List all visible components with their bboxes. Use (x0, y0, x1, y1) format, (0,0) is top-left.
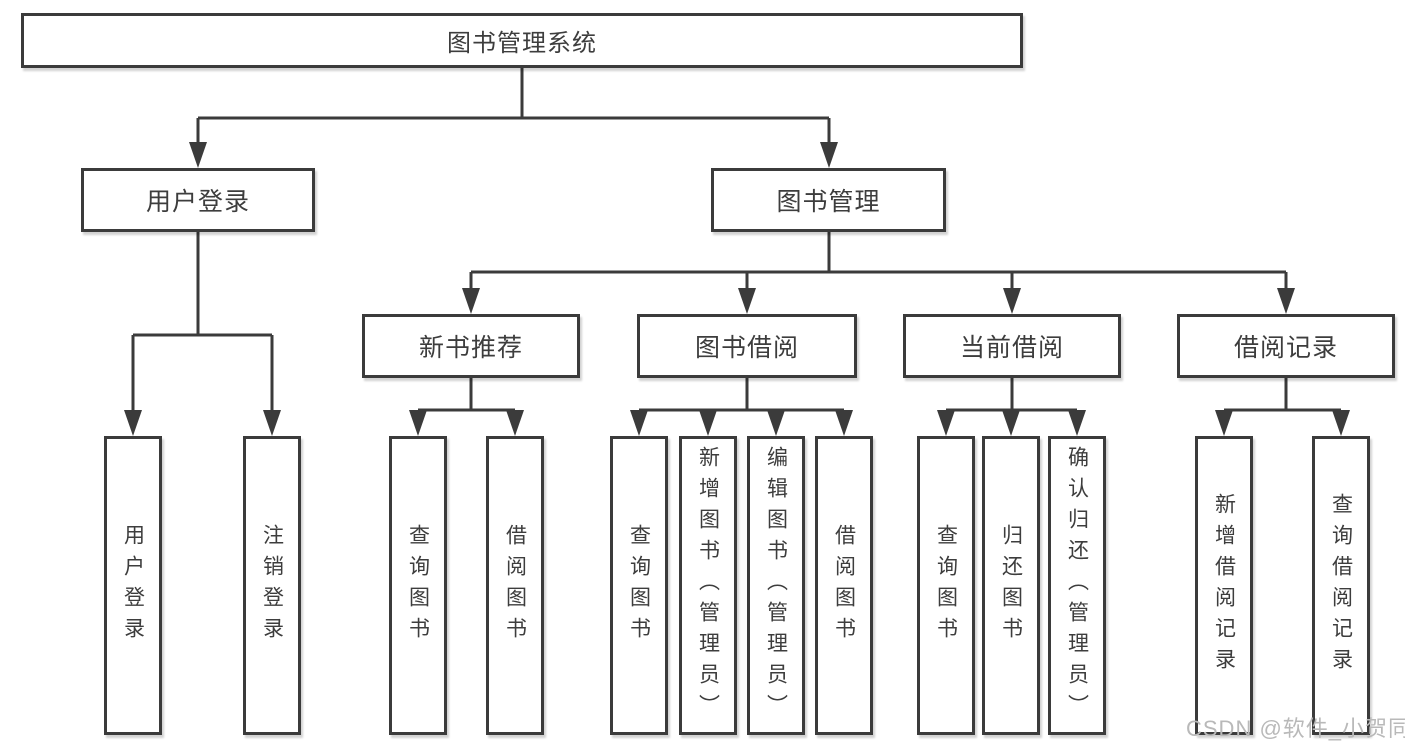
arrowhead (937, 410, 955, 436)
node-borrow-records-label: 借阅记录 (1233, 334, 1338, 362)
connector-root-to-level2 (196, 68, 831, 146)
leaf-query-borrow-record-box: 查询借阅记录 (1312, 436, 1370, 735)
leaf-borrow-book-1-box: 借阅图书 (486, 436, 544, 735)
arrowhead (263, 410, 281, 436)
node-book-borrow-box: 图书借阅 (637, 314, 857, 378)
leaf-borrow-book-2-label: 借阅图书 (832, 523, 856, 648)
leaf-confirm-return-admin-box: 确认归还（管理员） (1048, 436, 1106, 735)
arrowhead (189, 142, 207, 168)
arrowhead (820, 142, 838, 168)
node-new-book-recommend-box: 新书推荐 (362, 314, 580, 378)
node-new-book-recommend-label: 新书推荐 (418, 334, 523, 362)
node-book-borrow-label: 图书借阅 (694, 334, 799, 362)
arrowhead (1003, 288, 1021, 314)
arrowhead (738, 288, 756, 314)
csdn-watermark: CSDN @软件_小贺同学 (1186, 716, 1405, 741)
leaf-add-borrow-record-label: 新增借阅记录 (1212, 492, 1236, 679)
arrowhead (1215, 410, 1233, 436)
arrowhead (409, 410, 427, 436)
leaf-query-book-2-label: 查询图书 (627, 523, 651, 648)
node-book-management-label: 图书管理 (776, 188, 881, 216)
node-current-borrow-box: 当前借阅 (903, 314, 1121, 378)
leaf-edit-book-admin-label: 编辑图书（管理员） (764, 446, 788, 725)
node-user-login-box: 用户登录 (81, 168, 315, 232)
arrowhead (124, 410, 142, 436)
leaf-borrow-book-2-box: 借阅图书 (815, 436, 873, 735)
arrowhead (835, 410, 853, 436)
node-user-login-label: 用户登录 (145, 188, 250, 216)
leaf-user-login-box: 用户登录 (104, 436, 162, 735)
leaf-query-book-3-box: 查询图书 (917, 436, 975, 735)
node-book-management-box: 图书管理 (711, 168, 946, 232)
arrowhead (630, 410, 648, 436)
arrowhead (1332, 410, 1350, 436)
leaf-add-borrow-record-box: 新增借阅记录 (1195, 436, 1253, 735)
leaf-query-borrow-record-label: 查询借阅记录 (1329, 492, 1353, 679)
leaf-return-book-label: 归还图书 (999, 523, 1023, 648)
leaf-user-login-label: 用户登录 (121, 523, 145, 648)
leaf-query-book-2-box: 查询图书 (610, 436, 668, 735)
leaf-edit-book-admin-box: 编辑图书（管理员） (747, 436, 805, 735)
connector-currentborrow-to-leaves (944, 378, 1079, 414)
leaf-query-book-3-label: 查询图书 (934, 523, 958, 648)
node-borrow-records-box: 借阅记录 (1177, 314, 1395, 378)
leaf-confirm-return-admin-label: 确认归还（管理员） (1065, 446, 1089, 725)
leaf-return-book-box: 归还图书 (982, 436, 1040, 735)
arrowhead (1277, 288, 1295, 314)
arrowhead (699, 410, 717, 436)
arrowhead (462, 288, 480, 314)
arrowhead (1068, 410, 1086, 436)
connector-borrowrecords-to-leaves (1222, 378, 1343, 414)
leaf-logout-label: 注销登录 (260, 523, 284, 648)
leaf-logout-box: 注销登录 (243, 436, 301, 735)
leaf-query-book-1-label: 查询图书 (406, 523, 430, 648)
connector-newbook-to-leaves (416, 378, 517, 414)
arrowhead (1002, 410, 1020, 436)
leaf-borrow-book-1-label: 借阅图书 (503, 523, 527, 648)
leaf-query-book-1-box: 查询图书 (389, 436, 447, 735)
arrowhead (506, 410, 524, 436)
connector-bookborrow-to-leaves (637, 378, 846, 414)
arrowhead (767, 410, 785, 436)
node-library-system-label: 图书管理系统 (447, 30, 597, 57)
node-current-borrow-label: 当前借阅 (959, 334, 1064, 362)
leaf-add-book-admin-box: 新增图书（管理员） (679, 436, 737, 735)
node-library-system-box: 图书管理系统 (21, 13, 1023, 68)
leaf-add-book-admin-label: 新增图书（管理员） (696, 446, 720, 725)
connector-bookmgmt-to-level3 (469, 232, 1288, 292)
connector-userlogin-to-leaves (131, 232, 274, 414)
